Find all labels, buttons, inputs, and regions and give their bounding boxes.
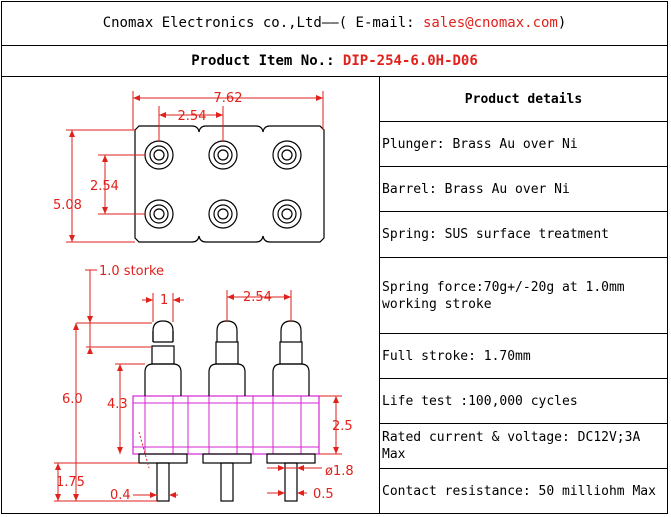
- detail-plunger: Plunger: Brass Au over Ni: [382, 136, 578, 152]
- company-name: Cnomax Electronics co.,Ltd: [102, 15, 322, 31]
- technical-drawing: 7.62 2.54 2.54 5.08: [2, 77, 380, 513]
- dim-05-label: 0.5: [313, 487, 334, 502]
- detail-life-test: Life test :100,000 cycles: [382, 393, 578, 409]
- side-view-dimensions: [54, 269, 342, 502]
- detail-barrel: Barrel: Brass Au over Ni: [382, 181, 570, 197]
- top-view-dimensions: [66, 91, 324, 243]
- detail-row: Spring force:70g+/-20g at 1.0mm working …: [380, 258, 667, 334]
- detail-spring-force: Spring force:70g+/-20g at 1.0mm working …: [382, 279, 625, 312]
- detail-row: Barrel: Brass Au over Ni: [380, 167, 667, 212]
- pogo-pins: [138, 320, 316, 502]
- top-view-housing: [134, 125, 325, 243]
- dim-43-label: 4.3: [107, 397, 128, 412]
- detail-row: Rated current & voltage: DC12V;3A Max: [380, 424, 667, 469]
- dim-175-label: 1.75: [56, 475, 85, 490]
- detail-row: Plunger: Brass Au over Ni: [380, 122, 667, 167]
- dim-254-side-label: 2.54: [243, 290, 272, 305]
- detail-row: Spring: SUS surface treatment: [380, 212, 667, 258]
- side-view-housing: [132, 395, 320, 455]
- product-item-label: Product Item No.:: [191, 53, 343, 69]
- product-details-table: Product details Plunger: Brass Au over N…: [380, 77, 667, 513]
- email-address[interactable]: sales@cnomax.com: [423, 15, 558, 31]
- detail-row: Life test :100,000 cycles: [380, 379, 667, 424]
- dim-254-top-label: 2.54: [178, 109, 207, 124]
- dim-04-label: 0.4: [110, 488, 131, 503]
- detail-row: Full stroke: 1.70mm: [380, 334, 667, 379]
- drawing-svg: 7.62 2.54 2.54 5.08: [53, 91, 354, 503]
- detail-spring: Spring: SUS surface treatment: [382, 227, 609, 242]
- dim-18-label: ø1.8: [325, 464, 354, 479]
- details-title: Product details: [464, 91, 583, 107]
- product-item-number: DIP-254-6.0H-D06: [342, 53, 478, 69]
- header-close: ): [557, 15, 567, 31]
- detail-full-stroke: Full stroke: 1.70mm: [382, 348, 531, 364]
- product-item-row: Product Item No.: DIP-254-6.0H-D06: [2, 46, 667, 77]
- dim-762-label: 7.62: [214, 91, 243, 106]
- dim-25-label: 2.5: [332, 419, 353, 434]
- detail-contact-resistance: Contact resistance: 50 milliohm Max: [382, 483, 656, 499]
- housing-lines: [133, 396, 319, 454]
- dim-60-label: 6.0: [62, 392, 83, 407]
- header-separator: ——( E-mail:: [321, 15, 423, 31]
- header-row: Cnomax Electronics co.,Ltd——( E-mail: sa…: [2, 2, 667, 46]
- detail-row: Contact resistance: 50 milliohm Max: [380, 469, 667, 513]
- dim-508-label: 5.08: [53, 198, 82, 213]
- stroke-note-label: 1.0 storke: [99, 264, 164, 279]
- details-title-cell: Product details: [380, 77, 667, 122]
- top-view-holes: [144, 140, 302, 229]
- dim-1-label: 1: [160, 293, 168, 308]
- detail-rated-current: Rated current & voltage: DC12V;3A Max: [382, 430, 641, 462]
- dim-254-left-label: 2.54: [90, 179, 119, 194]
